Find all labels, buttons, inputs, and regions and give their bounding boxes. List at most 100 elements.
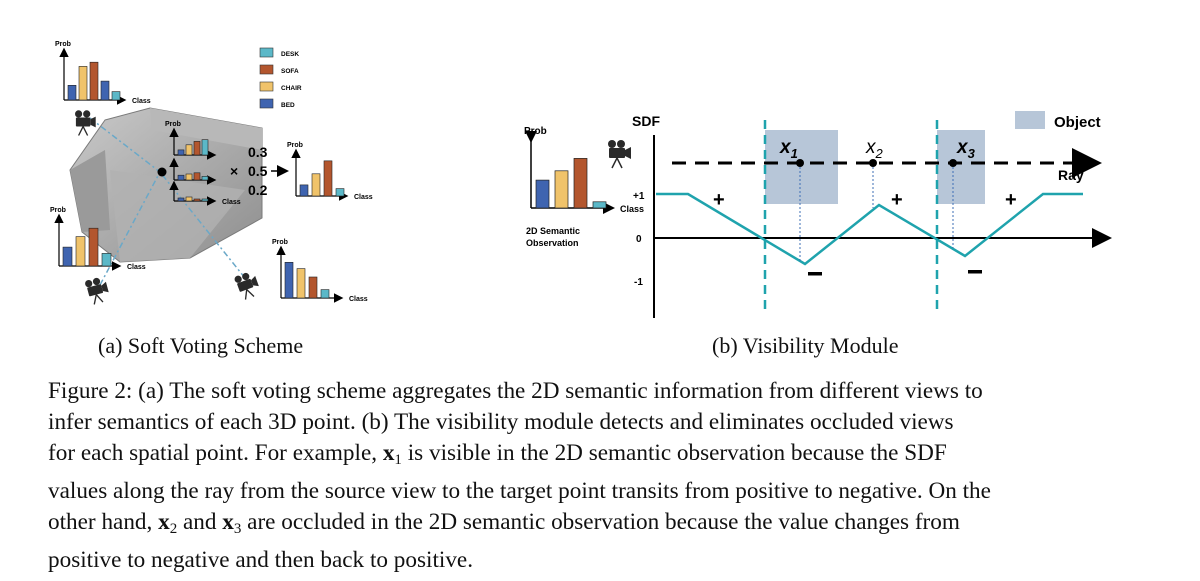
point-x1 bbox=[796, 159, 804, 167]
observation-bar bbox=[592, 201, 607, 209]
histogram-bar bbox=[78, 66, 88, 101]
observation-bar bbox=[573, 158, 588, 209]
legend-swatch-sofa bbox=[259, 64, 274, 75]
label-x1: x1 bbox=[779, 137, 798, 161]
figure-caption: Figure 2: (a) The soft voting scheme agg… bbox=[48, 376, 1156, 576]
histogram-bar bbox=[193, 141, 201, 156]
sign-minus-1 bbox=[808, 272, 822, 276]
subcaption-a: (a) Soft Voting Scheme bbox=[98, 333, 304, 358]
class-axis-label: Class bbox=[354, 194, 373, 201]
histogram-bar bbox=[101, 253, 112, 267]
camera-icon bbox=[608, 140, 631, 169]
prob-axis-label: Prob bbox=[55, 41, 71, 48]
histogram-bar bbox=[284, 261, 294, 299]
object-box-1 bbox=[765, 130, 838, 204]
legend-swatch-chair bbox=[259, 81, 274, 92]
observation-histogram bbox=[535, 158, 607, 209]
caption-line-5: other hand, x2 and x3 are occluded in th… bbox=[48, 509, 960, 537]
prob-axis-label: Prob bbox=[50, 207, 66, 214]
caption-line-2: infer semantics of each 3D point. (b) Th… bbox=[48, 409, 954, 435]
class-legend: DESK SOFA CHAIR BED bbox=[259, 47, 302, 109]
histogram-bar bbox=[320, 289, 330, 299]
caption-line-3: for each spatial point. For example, x1 … bbox=[48, 440, 947, 468]
observation-bar bbox=[535, 179, 550, 209]
caption-line-1: Figure 2: (a) The soft voting scheme agg… bbox=[48, 378, 983, 404]
label-x2: x2 bbox=[865, 137, 884, 161]
histogram-bar bbox=[185, 173, 193, 181]
histogram-bar bbox=[75, 236, 86, 267]
histogram-bar bbox=[299, 184, 309, 197]
class-axis-label: Class bbox=[132, 98, 151, 105]
source-camera-icon bbox=[608, 140, 631, 169]
prob-axis-label: Prob bbox=[287, 142, 303, 149]
tick-zero: 0 bbox=[636, 234, 642, 245]
histogram-bar bbox=[88, 227, 99, 267]
point-x3 bbox=[949, 159, 957, 167]
histogram-bar bbox=[201, 176, 209, 181]
camera-icon bbox=[85, 277, 109, 305]
sign-plus-1: + bbox=[713, 189, 725, 211]
histogram-bar bbox=[335, 188, 345, 197]
target-point bbox=[157, 167, 167, 177]
object-legend-label: Object bbox=[1054, 114, 1101, 131]
histogram-bar bbox=[89, 61, 99, 101]
observation-bar bbox=[554, 170, 569, 209]
histogram-bar bbox=[177, 149, 185, 156]
sdf-curve bbox=[656, 192, 1083, 266]
histogram-bar bbox=[177, 174, 185, 181]
sign-plus-3: + bbox=[1005, 189, 1017, 211]
histogram-bar bbox=[193, 172, 201, 181]
camera-icon bbox=[234, 272, 259, 300]
caption-line-4: values along the ray from the source vie… bbox=[48, 478, 991, 504]
sofa-render bbox=[69, 107, 263, 263]
histogram-bar bbox=[323, 160, 333, 197]
histogram-bar bbox=[296, 268, 306, 299]
class-axis-label: Class bbox=[127, 264, 146, 271]
tick-plus-one: +1 bbox=[633, 191, 645, 202]
class-axis-label: Class bbox=[349, 296, 368, 303]
histogram-bar bbox=[177, 197, 185, 202]
legend-swatch-bed bbox=[259, 98, 274, 109]
label-x3: x3 bbox=[956, 137, 976, 161]
histogram-bar bbox=[67, 85, 77, 101]
weight-1: 0.5 bbox=[248, 163, 268, 179]
histogram-bar bbox=[308, 276, 318, 299]
histogram-bar bbox=[201, 139, 209, 156]
object-legend-swatch bbox=[1015, 111, 1045, 129]
histogram-bar bbox=[201, 198, 209, 202]
histogram-bar bbox=[62, 246, 73, 267]
caption-line-6: positive to negative and then back to po… bbox=[48, 547, 474, 573]
weight-0: 0.3 bbox=[248, 144, 268, 160]
sdf-label: SDF bbox=[632, 113, 660, 129]
times-sign: × bbox=[230, 163, 238, 179]
legend-label-chair: CHAIR bbox=[281, 85, 302, 92]
obs-prob-label: Prob bbox=[524, 126, 547, 137]
histogram-bar bbox=[100, 80, 110, 101]
cameras bbox=[75, 110, 259, 305]
camera-icon bbox=[75, 110, 96, 136]
legend-label-sofa: SOFA bbox=[281, 68, 299, 75]
legend-label-desk: DESK bbox=[281, 51, 299, 58]
histogram-bar bbox=[311, 173, 321, 197]
object-box-2 bbox=[937, 130, 985, 204]
obs-label-line-2: Observation bbox=[526, 238, 579, 248]
point-x2 bbox=[869, 159, 877, 167]
weight-2: 0.2 bbox=[248, 182, 268, 198]
legend-swatch-desk bbox=[259, 47, 274, 58]
panel-b-visibility: Prob Class 2D Semantic Observation Objec… bbox=[524, 111, 1112, 318]
tick-minus-one: -1 bbox=[634, 277, 643, 288]
obs-label-line-1: 2D Semantic bbox=[526, 226, 580, 236]
histogram-bar bbox=[193, 198, 201, 202]
legend-label-bed: BED bbox=[281, 102, 295, 109]
histogram-bar bbox=[111, 91, 121, 101]
class-axis-label: Class bbox=[222, 199, 241, 206]
ray-label: Ray bbox=[1058, 167, 1084, 183]
sign-plus-2: + bbox=[891, 189, 903, 211]
obs-class-label: Class bbox=[620, 204, 644, 214]
prob-axis-label: Prob bbox=[165, 121, 181, 128]
subcaption-b: (b) Visibility Module bbox=[712, 333, 899, 358]
